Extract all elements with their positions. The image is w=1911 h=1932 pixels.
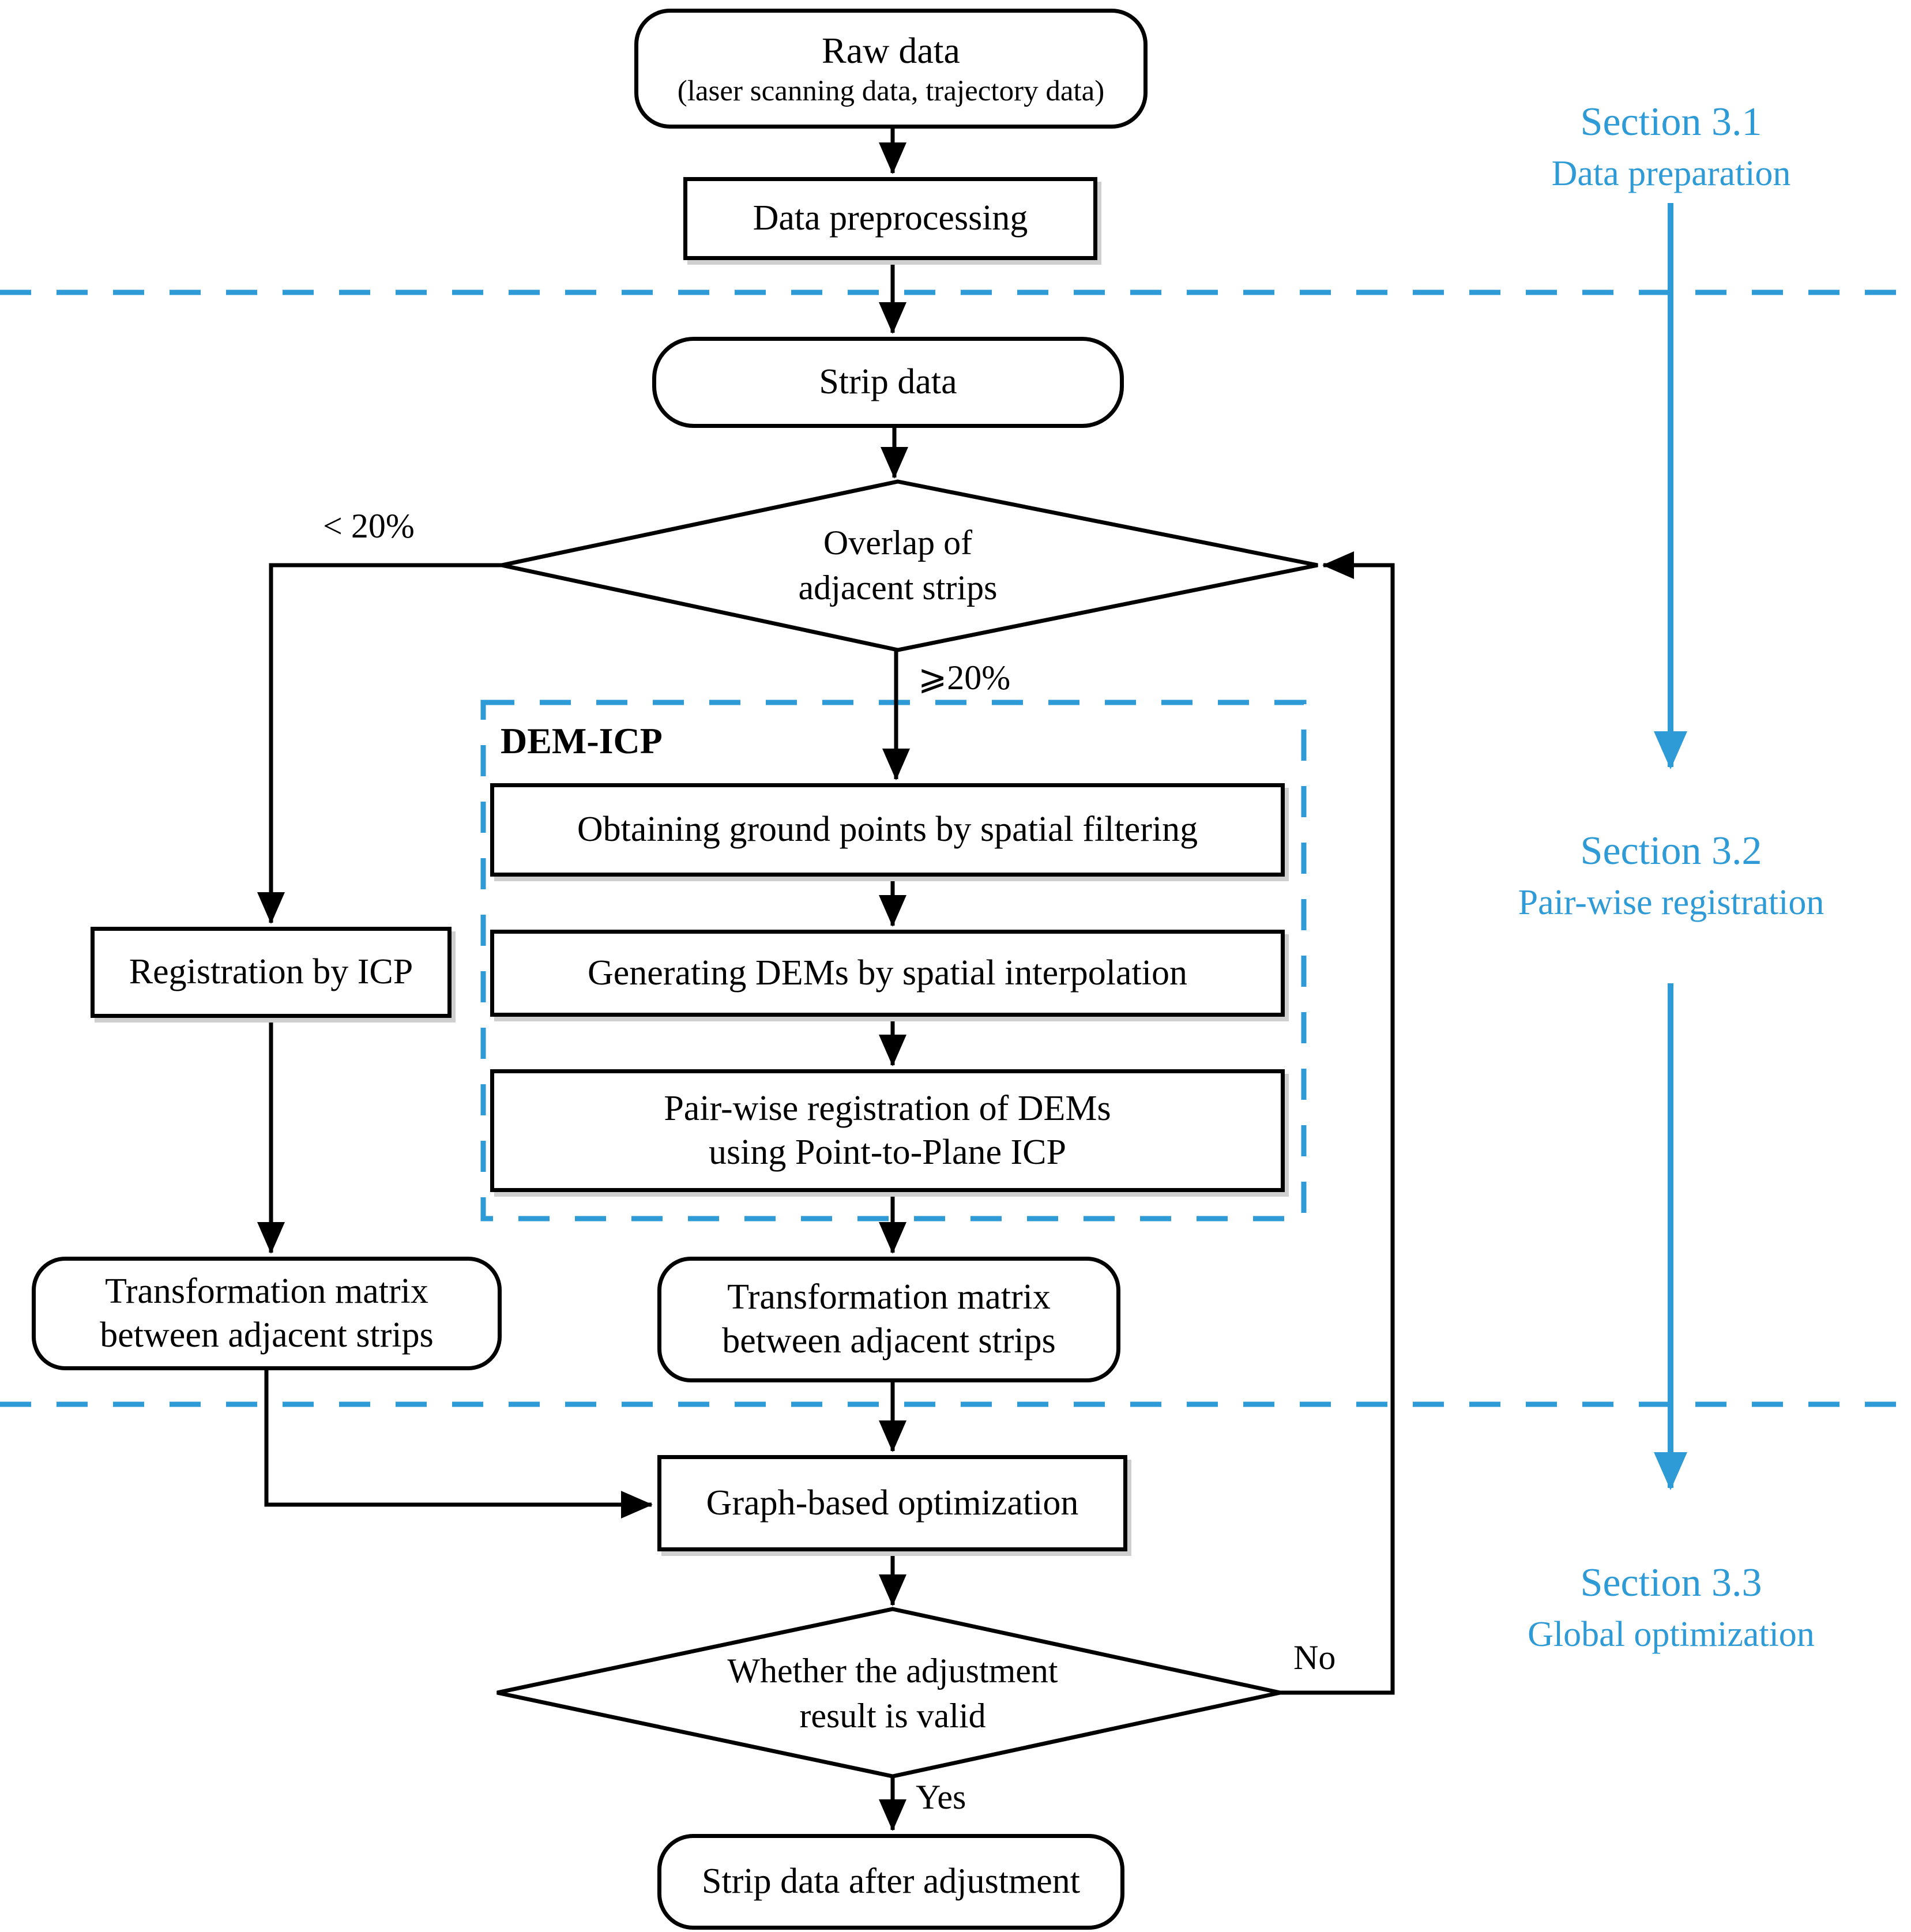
- validity-decision-line1: Whether the adjustment: [727, 1651, 1058, 1690]
- edge-transformleft-graphopt: [264, 1370, 653, 1518]
- strip-after-adjustment-label: Strip data after adjustment: [702, 1862, 1080, 1901]
- strip-data-label: Strip data: [819, 362, 957, 402]
- node-graph-optimization: Graph-based optimization: [657, 1455, 1127, 1551]
- raw-data-title: Raw data: [822, 29, 960, 71]
- label-yes: Yes: [916, 1778, 966, 1816]
- section-3-1: Section 3.1 Data preparation: [1435, 99, 1908, 194]
- pairwise-registration-line1: Pair-wise registration of DEMs: [664, 1088, 1111, 1128]
- graph-optimization-label: Graph-based optimization: [706, 1483, 1079, 1523]
- node-raw-data: Raw data (laser scanning data, trajector…: [634, 9, 1148, 129]
- node-strip-after-adjustment: Strip data after adjustment: [657, 1834, 1124, 1930]
- overlap-decision-line1: Overlap of: [823, 523, 973, 562]
- validity-decision-line2: result is valid: [799, 1696, 986, 1735]
- registration-icp-label: Registration by ICP: [129, 952, 413, 992]
- section-3-1-subtitle: Data preparation: [1551, 154, 1791, 193]
- overlap-decision-diamond: [501, 479, 1318, 652]
- overlap-decision-line2: adjacent strips: [798, 568, 998, 607]
- section-3-2-subtitle: Pair-wise registration: [1518, 883, 1825, 922]
- obtaining-ground-points-label: Obtaining ground points by spatial filte…: [577, 810, 1198, 850]
- section-3-1-title: Section 3.1: [1580, 100, 1762, 144]
- pairwise-registration-line2: using Point-to-Plane ICP: [708, 1132, 1067, 1172]
- node-registration-icp: Registration by ICP: [91, 927, 452, 1018]
- section-3-2: Section 3.2 Pair-wise registration: [1435, 828, 1908, 923]
- label-greater-equal-20: ⩾20%: [918, 659, 1011, 697]
- validity-decision-diamond: [496, 1607, 1281, 1779]
- dem-icp-group-label: DEM-ICP: [501, 720, 663, 761]
- section-3-2-title: Section 3.2: [1580, 829, 1762, 873]
- transform-matrix-center-line2: between adjacent strips: [722, 1321, 1056, 1360]
- section-3-3: Section 3.3 Global optimization: [1435, 1560, 1908, 1655]
- edge-overlap-registration: [257, 563, 504, 924]
- data-preprocessing-label: Data preprocessing: [753, 198, 1028, 238]
- edge-no-feedback: [1280, 551, 1395, 1695]
- dem-icp-dashed-box: [480, 700, 1307, 1221]
- node-strip-data: Strip data: [652, 337, 1124, 428]
- section-3-3-title: Section 3.3: [1580, 1561, 1762, 1605]
- label-no: No: [1293, 1638, 1336, 1677]
- overlap-decision-text: Overlap of adjacent strips: [667, 503, 1128, 627]
- node-data-preprocessing: Data preprocessing: [683, 177, 1097, 260]
- transform-matrix-left-line2: between adjacent strips: [100, 1315, 434, 1355]
- label-less-than-20: < 20%: [323, 507, 415, 545]
- section-3-3-subtitle: Global optimization: [1528, 1615, 1815, 1654]
- transform-matrix-left-line1: Transformation matrix: [105, 1271, 428, 1311]
- raw-data-subtitle: (laser scanning data, trajectory data): [677, 74, 1105, 107]
- node-pairwise-registration: Pair-wise registration of DEMs using Poi…: [490, 1069, 1285, 1192]
- generating-dems-label: Generating DEMs by spatial interpolation: [588, 953, 1187, 993]
- transform-matrix-center-line1: Transformation matrix: [727, 1277, 1051, 1317]
- node-transform-matrix-center: Transformation matrix between adjacent s…: [657, 1257, 1120, 1382]
- node-generating-dems: Generating DEMs by spatial interpolation: [490, 930, 1285, 1017]
- node-transform-matrix-left: Transformation matrix between adjacent s…: [32, 1257, 502, 1370]
- validity-decision-text: Whether the adjustment result is valid: [604, 1631, 1181, 1755]
- node-obtaining-ground-points: Obtaining ground points by spatial filte…: [490, 783, 1285, 877]
